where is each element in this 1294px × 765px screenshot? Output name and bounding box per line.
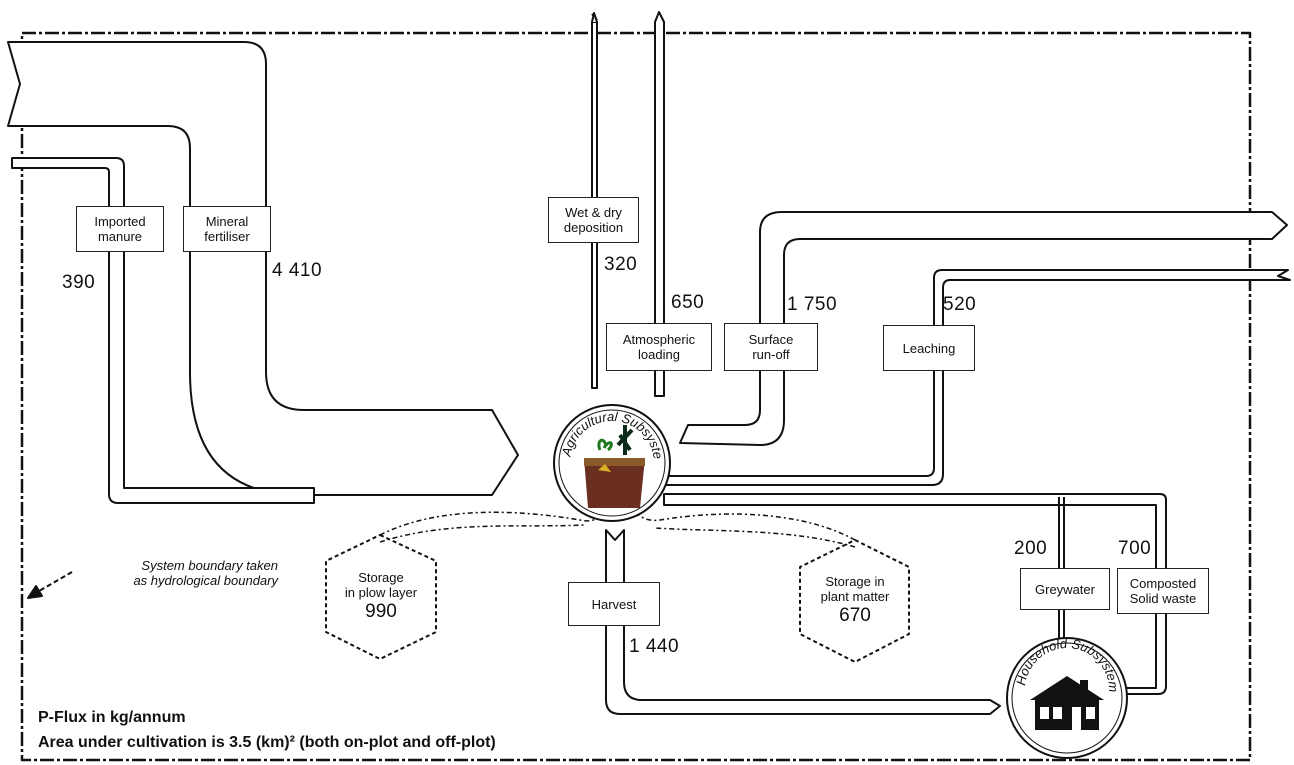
cultivation-area-note: Area under cultivation is 3.5 (km)² (bot…	[38, 733, 496, 753]
leaching-value: 520	[943, 294, 976, 316]
household-subsystem: Household Subsystem	[1007, 636, 1127, 758]
mineral-fertiliser-flow	[8, 42, 518, 495]
composted-solid-waste-value: 700	[1118, 538, 1151, 560]
plant-storage-label: Storage in plant matter 670	[803, 574, 907, 623]
plant-storage-value: 670	[803, 608, 907, 623]
wet-dry-deposition-value: 320	[604, 254, 637, 276]
imported-manure-value: 390	[62, 272, 95, 294]
mineral-fertiliser-value: 4 410	[272, 260, 322, 282]
topsoil-storage-label: Storage in plow layer 990	[330, 570, 432, 619]
harvest-value: 1 440	[629, 636, 679, 658]
greywater-box: Greywater	[1020, 568, 1110, 610]
atmospheric-loading-value: 650	[671, 292, 704, 314]
leaching-box: Leaching	[883, 325, 975, 371]
harvest-box: Harvest	[568, 582, 660, 626]
greywater-value: 200	[1014, 538, 1047, 560]
flux-unit-note: P-Flux in kg/annum	[38, 708, 186, 728]
topsoil-storage-value: 990	[330, 604, 432, 619]
surface-runoff-value: 1 750	[787, 294, 837, 316]
